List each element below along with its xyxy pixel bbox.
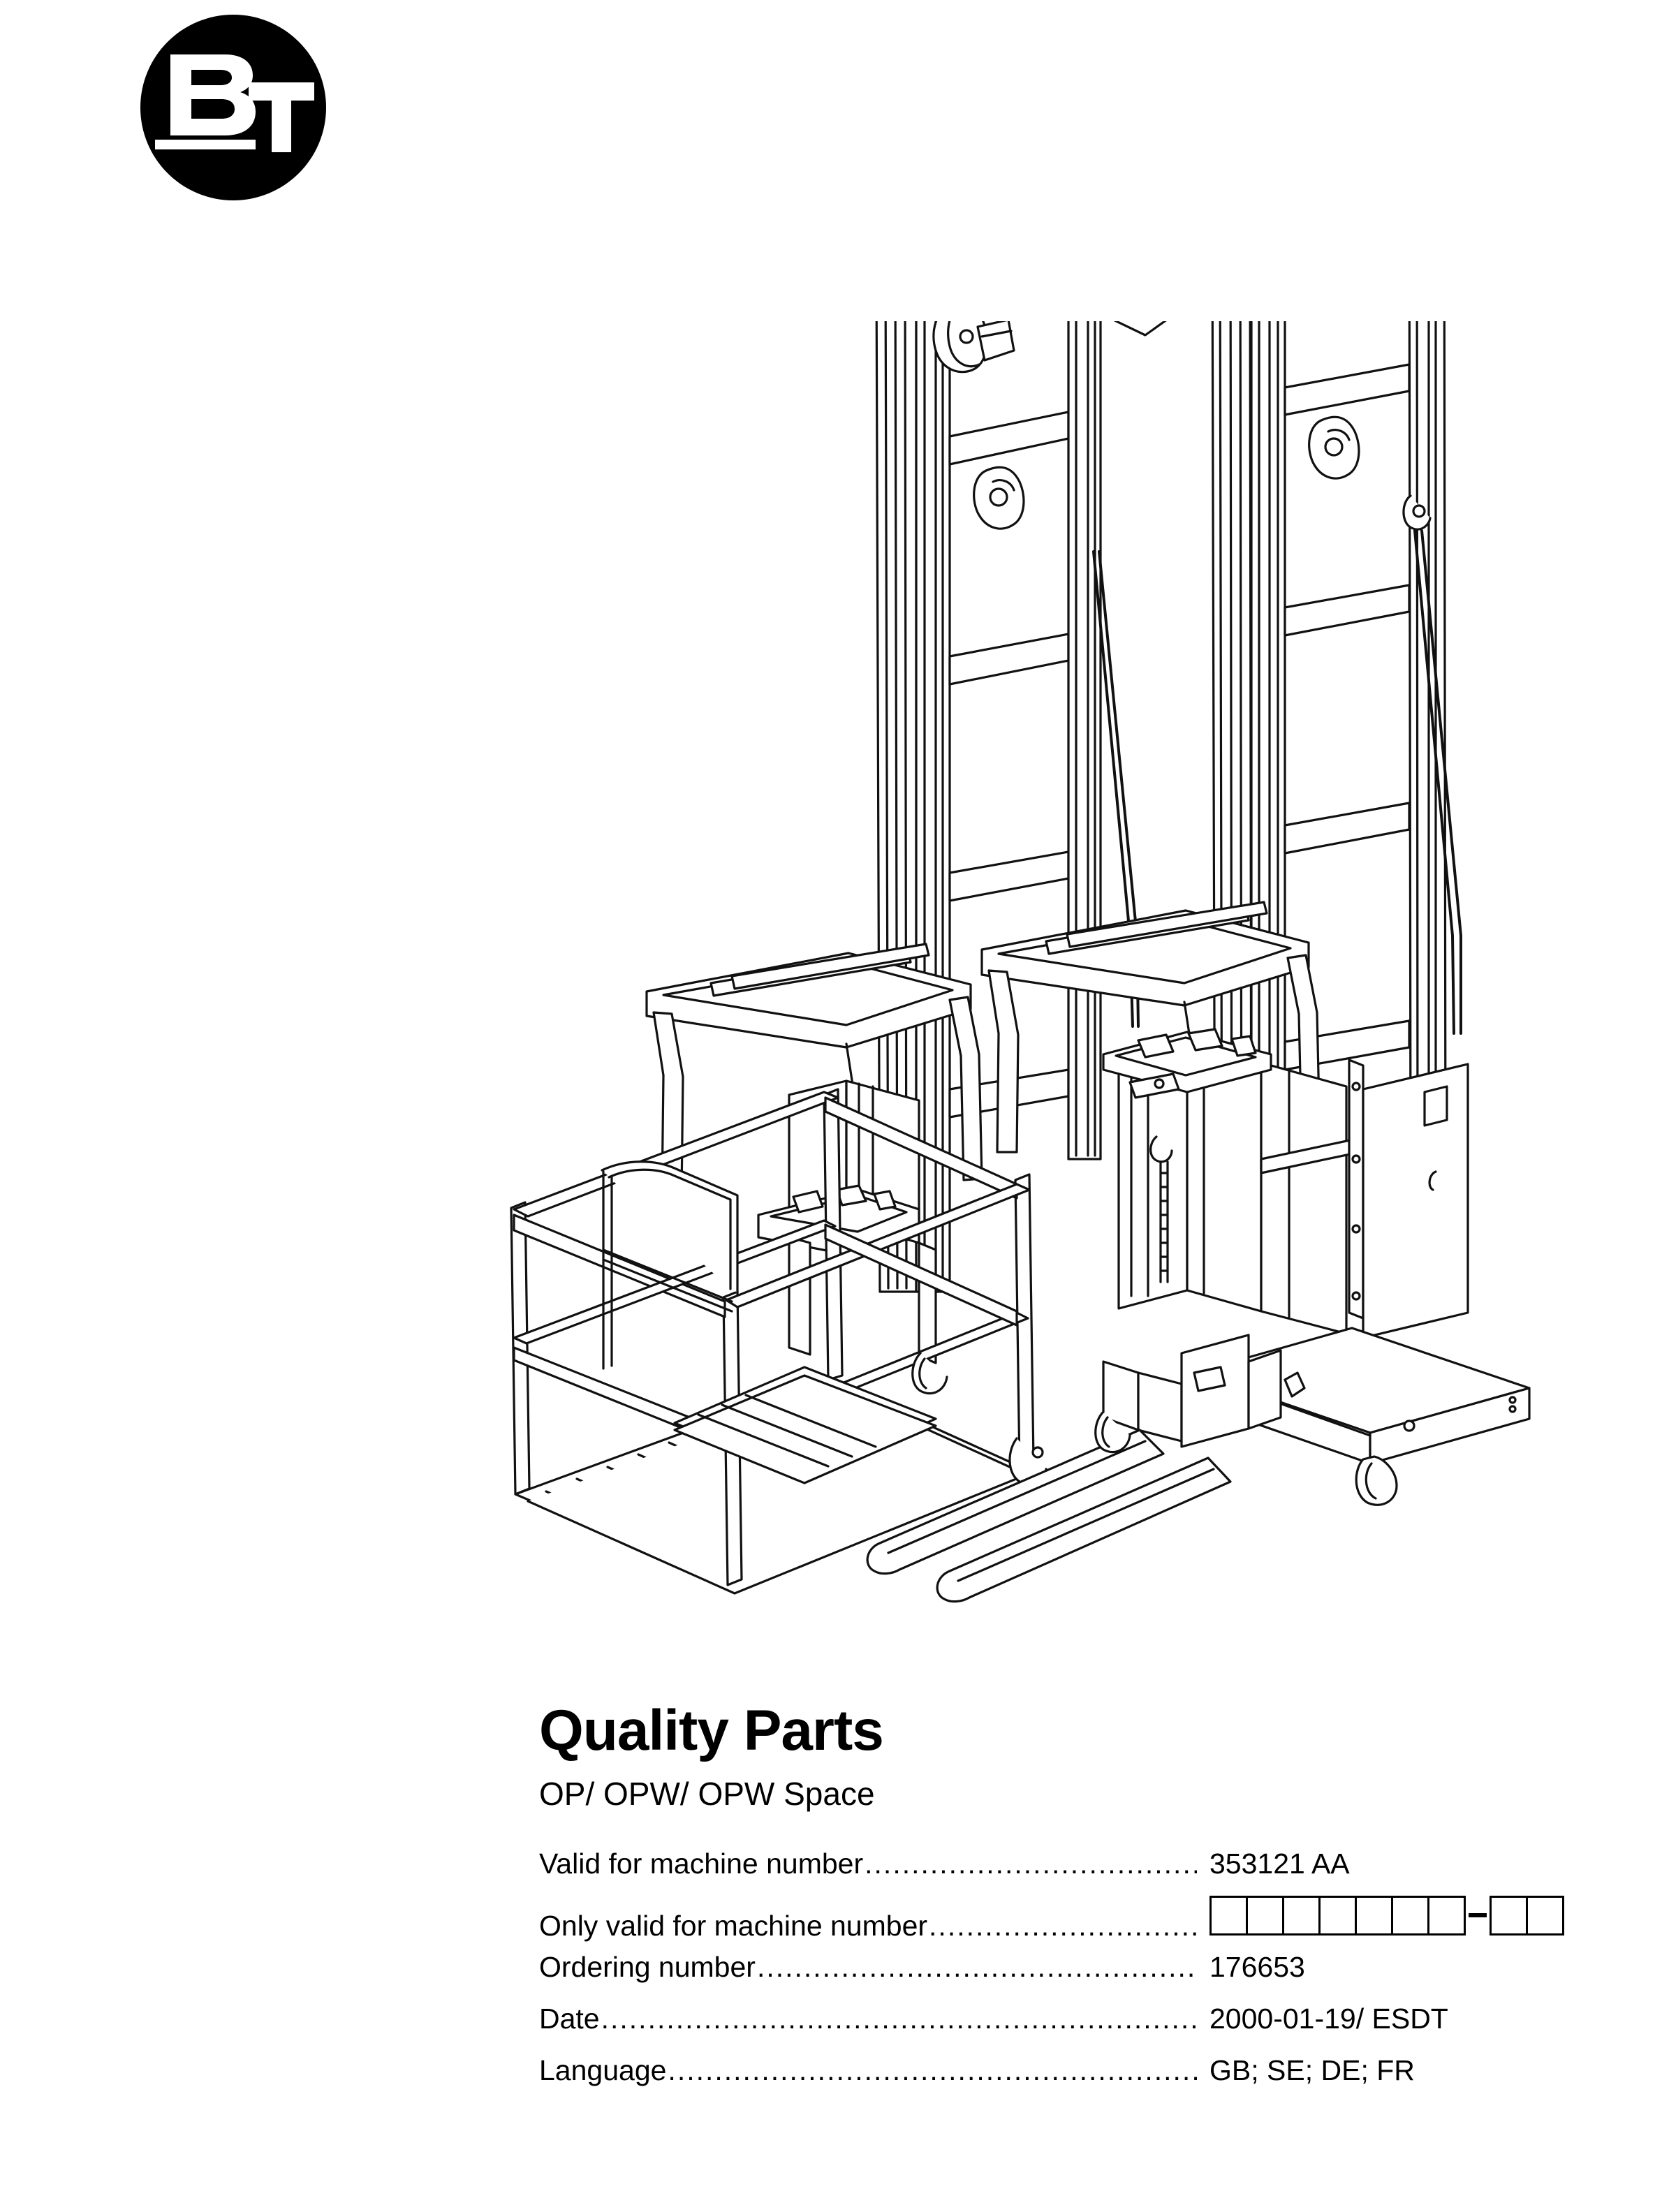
meta-row-ordering-number: Ordering number 176653 (539, 1941, 1587, 1993)
meta-row-date: Date 2000-01-19/ ESDT (539, 1993, 1587, 2044)
machine-number-box-grid (1198, 1889, 1587, 1941)
meta-row-language: Language GB; SE; DE; FR (539, 2044, 1587, 2096)
hyphen-separator-icon (1469, 1913, 1487, 1917)
meta-value: 176653 (1209, 1951, 1305, 1983)
dot-leader (757, 1941, 1197, 1993)
machine-number-box[interactable] (1427, 1895, 1466, 1936)
dot-leader (601, 1993, 1197, 2044)
machine-number-box[interactable] (1246, 1895, 1284, 1936)
meta-label: Language (539, 2054, 667, 2086)
bt-circle-logo (138, 13, 328, 202)
machine-number-box[interactable] (1209, 1895, 1248, 1936)
meta-label: Ordering number (539, 1951, 756, 1983)
dot-leader (668, 2044, 1197, 2096)
meta-label: Valid for machine number (539, 1848, 864, 1880)
machine-number-box[interactable] (1318, 1895, 1357, 1936)
machine-number-box[interactable] (1355, 1895, 1393, 1936)
cover-text-block: Quality Parts OP/ OPW/ OPW Space Valid f… (539, 1702, 1587, 2096)
meta-row-only-valid-for-machine-number: Only valid for machine number (539, 1889, 1587, 1942)
meta-row-valid-for-machine-number: Valid for machine number 353121 AA (539, 1838, 1587, 1889)
order-picker-truck-line-drawing (453, 147, 1578, 1662)
meta-value: GB; SE; DE; FR (1209, 2054, 1415, 2086)
dot-leader (865, 1838, 1197, 1889)
meta-value: 353121 AA (1209, 1848, 1350, 1880)
machine-number-box[interactable] (1391, 1895, 1429, 1936)
machine-number-box[interactable] (1526, 1895, 1564, 1936)
meta-value: 2000-01-19/ ESDT (1209, 2003, 1448, 2035)
meta-label: Only valid for machine number (539, 1909, 928, 1942)
meta-label: Date (539, 2003, 600, 2035)
machine-number-box[interactable] (1282, 1895, 1321, 1936)
page-title: Quality Parts (539, 1699, 884, 1762)
machine-number-box[interactable] (1490, 1895, 1528, 1936)
page-subtitle: OP/ OPW/ OPW Space (539, 1776, 875, 1812)
